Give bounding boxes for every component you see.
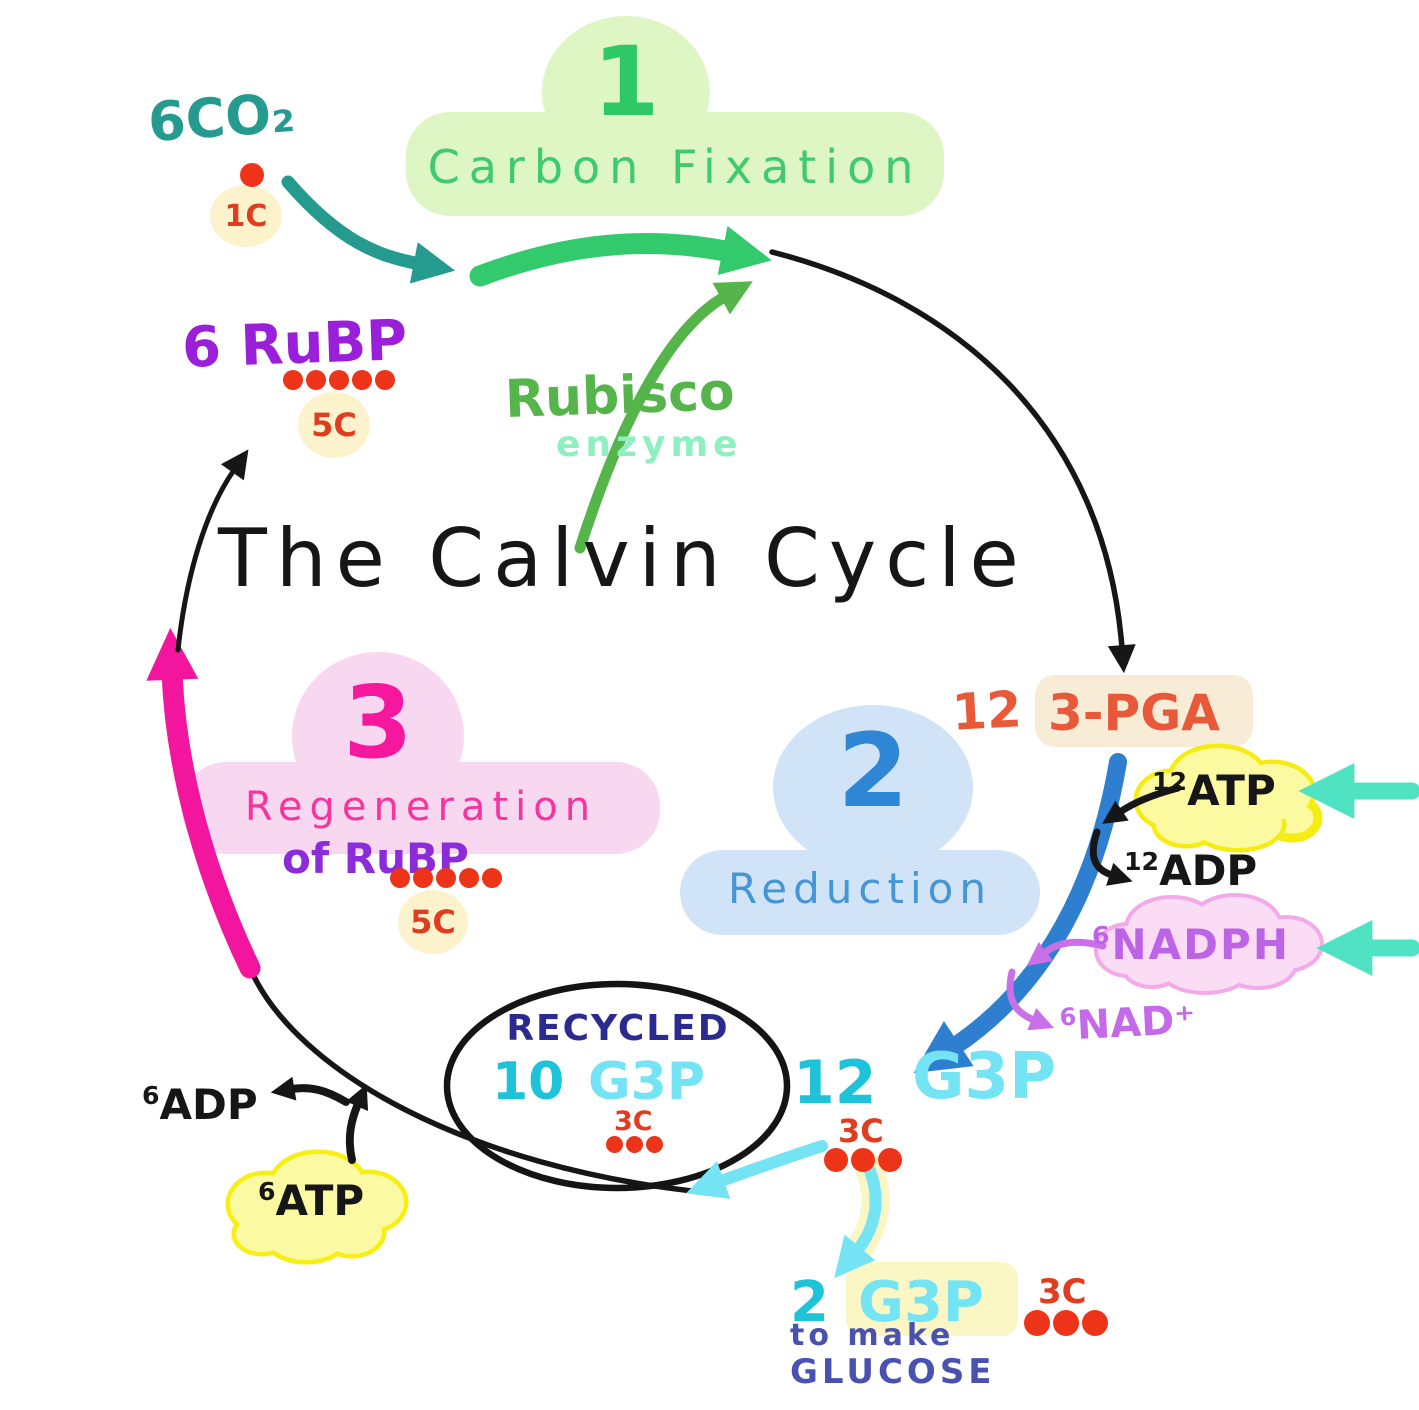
g3p-down-arrow: [834, 1160, 882, 1279]
g3p2-carbon-label: 3C: [1038, 1272, 1087, 1312]
arc-bottom-left: [247, 965, 705, 1195]
atp12-in-arrow: [1102, 784, 1182, 824]
rubp-carbon-dots: [283, 370, 395, 390]
atp12-name: ATP: [1187, 766, 1276, 815]
g3p12-name: G3P: [912, 1040, 1056, 1114]
nadph-label: 6NADPH: [1092, 920, 1290, 969]
recycled-carbon-label: 3C: [614, 1106, 653, 1137]
adp12-label: 12ADP: [1124, 846, 1257, 895]
step1-label: Carbon Fixation: [427, 140, 923, 194]
co2-carbon-label: 1C: [224, 198, 268, 234]
carbon-dot: [459, 868, 479, 888]
g3p2-note1: to make: [790, 1318, 955, 1353]
step3-number: 3: [343, 664, 413, 781]
step3-carbon-blob: [398, 890, 468, 954]
arc-top-right: [769, 249, 1136, 674]
fixation-arrow: [469, 226, 772, 287]
g3p12-carbon-dots: [824, 1148, 902, 1172]
adp6-out-arrow: [270, 1076, 350, 1106]
nad-label: 6NAD⁺: [1059, 996, 1197, 1049]
co2-arrow: [281, 175, 456, 284]
g3p2-note2: GLUCOSE: [790, 1352, 996, 1392]
carbon-dot: [1082, 1310, 1108, 1336]
pga-highlight: [1035, 675, 1253, 747]
adp6-name: ADP: [159, 1080, 258, 1129]
g3p2-count: 2: [790, 1270, 829, 1335]
carbon-dot: [329, 370, 349, 390]
recycled-carbon-dots: [606, 1136, 663, 1153]
nad-out-arrow: [1006, 968, 1055, 1031]
step3-carbon-label: 5C: [410, 903, 456, 941]
step1-number: 1: [592, 26, 660, 138]
regeneration-arrow: [146, 627, 261, 979]
carbon-dot: [390, 868, 410, 888]
atp12-label: 12ATP: [1152, 766, 1276, 815]
step3-label-blob: [182, 762, 660, 854]
recycled-oval: [443, 980, 791, 1192]
pga-label: 3-PGA: [1048, 684, 1220, 742]
nadph-in-arrow: [1026, 938, 1107, 966]
g3p12-carbon-label: 3C: [838, 1112, 884, 1150]
adp12-name: ADP: [1159, 846, 1258, 895]
carbon-dot: [482, 868, 502, 888]
g3p2-name: G3P: [858, 1270, 984, 1335]
co2-carbon-dot: [240, 163, 264, 187]
carbon-dot: [646, 1136, 663, 1153]
carbon-dot: [413, 868, 433, 888]
carbon-dot: [878, 1148, 902, 1172]
rubp-carbon-label: 5C: [311, 406, 357, 444]
co2-carbon-blob: [210, 185, 282, 247]
recycled-count: 10: [492, 1052, 565, 1112]
rubisco-arrow: [574, 281, 753, 554]
carbon-dot: [283, 370, 303, 390]
nadph-count: 6: [1092, 921, 1112, 950]
carbon-dot: [375, 370, 395, 390]
step1-label-blob: [406, 112, 944, 216]
carbon-dot: [1024, 1310, 1050, 1336]
atp6-name: ATP: [275, 1176, 365, 1225]
carbon-dot: [824, 1148, 848, 1172]
step2-number-blob: [773, 705, 973, 870]
enzyme-label: enzyme: [556, 424, 743, 465]
step2-label: Reduction: [728, 864, 992, 913]
atp6-label: 6ATP: [258, 1176, 364, 1225]
step3-label: Regeneration: [244, 784, 598, 830]
atp6-in-arrow: [345, 1084, 369, 1164]
carbon-dot: [436, 868, 456, 888]
step3-carbon-dots: [390, 868, 502, 888]
carbon-dot: [606, 1136, 623, 1153]
g3p2-carbon-dots: [1024, 1310, 1108, 1336]
atp6-count: 6: [258, 1177, 276, 1206]
rubisco-label: Rubisco: [504, 362, 736, 430]
co2-label: 6CO₂: [145, 80, 297, 155]
g3p-recycle-arrow: [685, 1140, 828, 1199]
carbon-dot: [306, 370, 326, 390]
adp12-out-arrow: [1089, 828, 1133, 886]
carbon-dot: [1053, 1310, 1079, 1336]
carbon-dot: [626, 1136, 643, 1153]
adp6-label: 6ADP: [142, 1080, 258, 1129]
pga-count: 12: [950, 680, 1024, 742]
adp12-count: 12: [1124, 847, 1160, 876]
carbon-dot: [352, 370, 372, 390]
g3p12-count: 12: [793, 1048, 877, 1118]
arc-to-rubp: [175, 449, 249, 653]
step2-number: 2: [837, 712, 909, 831]
carbon-dot: [851, 1148, 875, 1172]
rubp-carbon-blob: [298, 392, 370, 458]
recycled-label: RECYCLED: [506, 1008, 730, 1049]
atp12-count: 12: [1152, 767, 1188, 796]
diagram-title: The Calvin Cycle: [218, 512, 1028, 605]
nad-count: 6: [1058, 1002, 1078, 1032]
step2-label-blob: [680, 850, 1040, 935]
recycled-name: G3P: [588, 1052, 705, 1112]
nadph-name: NADPH: [1111, 920, 1290, 969]
nad-name: NAD⁺: [1075, 996, 1197, 1049]
adp6-count: 6: [142, 1081, 160, 1110]
